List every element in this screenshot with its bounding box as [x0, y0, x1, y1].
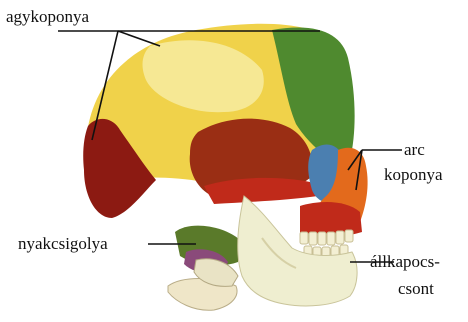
cervical-vertebrae — [168, 226, 240, 311]
label-facial-skull-line2: koponya — [384, 166, 443, 184]
teeth — [300, 230, 353, 257]
zygomatic-arch — [204, 178, 318, 204]
label-cranium: agykoponya — [6, 8, 89, 26]
label-facial-skull-line1: arc — [404, 141, 425, 159]
label-mandible-line2: csont — [398, 280, 434, 298]
label-mandible-line1: állkapocs- — [370, 253, 440, 271]
label-cervical-vertebra: nyakcsigolya — [18, 235, 108, 253]
